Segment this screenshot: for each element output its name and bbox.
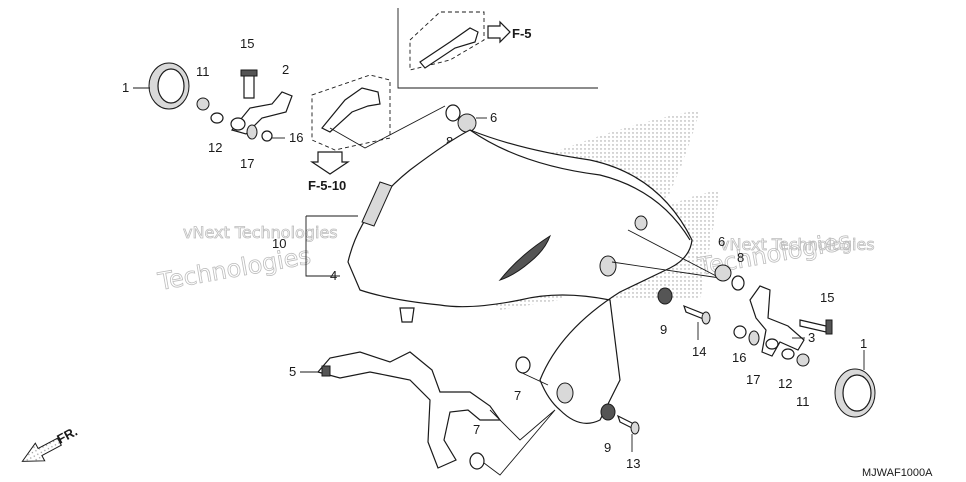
callout-13: 13 xyxy=(626,456,640,471)
washer-12-left xyxy=(210,112,224,124)
bracket-3 xyxy=(749,285,805,357)
callout-10: 10 xyxy=(272,236,286,251)
stay-detail-f5 xyxy=(419,27,479,69)
ref-f510: F-5-10 xyxy=(308,178,346,193)
bolt-15-left-head xyxy=(240,69,258,77)
watermark-small-right: vNext Technologies xyxy=(720,235,875,254)
bolt-15-right-head xyxy=(825,319,833,335)
callout-17a: 17 xyxy=(240,156,254,171)
front-arrow-icon xyxy=(21,437,62,462)
fender-vent xyxy=(498,234,551,282)
bracket-4-10 xyxy=(305,216,340,277)
nut-16-left xyxy=(261,130,273,142)
ref-box-f5 xyxy=(397,8,598,89)
callout-14: 14 xyxy=(692,344,706,359)
fender-mount-hole-bottom xyxy=(556,382,574,404)
callout-15b: 15 xyxy=(820,290,834,305)
callout-3: 3 xyxy=(808,330,815,345)
callout-17b: 17 xyxy=(746,372,760,387)
arrow-f5-icon xyxy=(487,20,511,44)
watermark-large-left: Technologies xyxy=(155,242,313,297)
grommet-6-right xyxy=(714,264,732,282)
bracket-2-eye xyxy=(230,117,246,131)
front-fender-ridge xyxy=(469,129,691,241)
callout-15a: 15 xyxy=(240,36,254,51)
callout-2: 2 xyxy=(282,62,289,77)
collar-8-top xyxy=(445,104,461,122)
ref-box-f5-dashed xyxy=(409,11,485,71)
leader-stay xyxy=(329,105,446,149)
callout-9a: 9 xyxy=(660,322,667,337)
callout-16a: 16 xyxy=(289,130,303,145)
nut-17-left xyxy=(246,124,258,140)
callout-11a: 11 xyxy=(196,64,210,79)
collar-7-lower xyxy=(469,452,485,470)
bracket-3-eye xyxy=(765,338,779,350)
arrow-f510-icon xyxy=(310,151,350,175)
callout-5: 5 xyxy=(289,364,296,379)
washer-12-right xyxy=(781,348,795,360)
collar-7-upper xyxy=(515,356,531,374)
callout-16b: 16 xyxy=(732,350,746,365)
callout-1b: 1 xyxy=(860,336,867,351)
callout-12b: 12 xyxy=(778,376,792,391)
leader-7b xyxy=(483,409,556,476)
fender-tab xyxy=(399,307,415,323)
callout-11b: 11 xyxy=(796,394,810,409)
fender-mount-hole-top xyxy=(599,255,617,277)
callout-9b: 9 xyxy=(604,440,611,455)
bolt-15-left xyxy=(243,73,255,99)
leader-7a xyxy=(519,371,549,386)
nut-16-right xyxy=(733,325,747,339)
diagram-code: MJWAF1000A xyxy=(862,467,933,479)
nut-9-upper xyxy=(657,287,673,305)
callout-7b: 7 xyxy=(473,422,480,437)
nut-17-right xyxy=(748,330,760,346)
nut-9-lower xyxy=(600,403,616,421)
bolt-14-head xyxy=(701,311,711,325)
callout-1a: 1 xyxy=(122,80,129,95)
front-fender xyxy=(347,129,693,424)
callout-8b: 8 xyxy=(737,250,744,265)
reflector-left-lens xyxy=(157,68,185,104)
sticker-10 xyxy=(361,181,393,227)
callout-12a: 12 xyxy=(208,140,222,155)
grommet-right-small xyxy=(634,215,648,231)
grommet-6-top xyxy=(457,113,477,133)
callout-7a: 7 xyxy=(514,388,521,403)
reflector-right-lens xyxy=(842,374,872,412)
watermark-small-left: vNext Technologies xyxy=(183,223,338,242)
lower-stay-5-mark xyxy=(321,365,331,377)
nut-11-right xyxy=(796,353,810,367)
collar-8-right xyxy=(731,275,745,291)
callout-4: 4 xyxy=(330,268,337,283)
stay-detail-f510 xyxy=(321,87,381,133)
callout-6b: 6 xyxy=(718,234,725,249)
callout-6a: 6 xyxy=(490,110,497,125)
bolt-13-head xyxy=(630,421,640,435)
lower-stay-5 xyxy=(316,351,502,469)
ref-f5: F-5 xyxy=(512,26,532,41)
nut-11-left xyxy=(196,97,210,111)
